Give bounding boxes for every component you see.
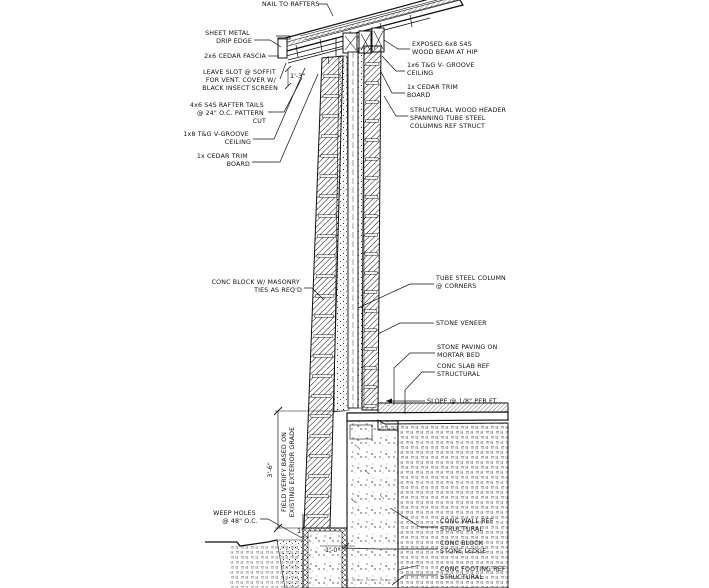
label-cedar-trim-left: 1x CEDAR TRIM BOARD <box>197 153 250 168</box>
label-conc-wall: CONC WALL REF STRUCTURAL <box>440 518 496 533</box>
foundation-assembly <box>205 514 421 588</box>
label-soffit-slot: LEAVE SLOT @ SOFFIT FOR VENT. COVER W/ B… <box>202 68 278 92</box>
label-conc-slab: CONC SLAB REF STRUCTURAL <box>437 363 492 378</box>
label-nail-to-rafters: NAIL TO RAFTERS <box>262 1 320 8</box>
label-stone-veneer: STONE VENEER <box>436 320 487 327</box>
label-wood-header: STRUCTURAL WOOD HEADER SPANNING TUBE STE… <box>410 107 508 130</box>
veneer-stone-joints <box>363 62 380 408</box>
label-sheet-metal-drip-edge: SHEET METAL DRIP EDGE <box>205 30 252 45</box>
block-mortar-joints <box>306 74 341 518</box>
dim-wall-height: 3'-6" <box>266 462 274 477</box>
label-tube-steel-column: TUBE STEEL COLUMN @ CORNERS <box>435 275 508 290</box>
label-v-groove-ceiling-right: 1x6 T&G V- GROOVE CEILING <box>407 62 477 77</box>
dim-ledge-left: 1" <box>297 527 304 535</box>
label-cedar-fascia: 2x6 CEDAR FASCIA <box>204 53 266 60</box>
right-labels: NAIL TO RAFTERS EXPOSED 6x8 S4S WOOD BEA… <box>262 1 508 586</box>
dim-ledge-right: 1'-0" <box>325 546 340 554</box>
label-stone-paving: STONE PAVING ON MORTAR BED <box>437 344 500 359</box>
dim-top-offset: 1'-3" <box>290 72 305 80</box>
wall-assembly <box>303 45 382 529</box>
dim-field-verify-1: FIELD VERIFY BASED ON <box>281 432 288 512</box>
label-stone-ledge: CONC BLOCK STONE LEDGE <box>440 540 486 555</box>
label-rafter-tails: 4x6 S4S RAFTER TAILS @ 24" O.C. PATTERN … <box>190 102 266 125</box>
slab-assembly <box>346 402 509 588</box>
label-weep-holes: WEEP HOLES @ 48" O.C. <box>213 510 258 525</box>
dim-field-verify-2: EXISTING EXTERIOR GRADE <box>289 427 296 518</box>
label-v-groove-ceiling-left: 1x8 T&G V-GROOVE CEILING <box>183 131 251 146</box>
label-conc-block: CONC BLOCK W/ MASONRY TIES AS REQ'D <box>212 279 302 294</box>
label-conc-footing: CONC FOOTING REF STRUCTURAL <box>440 566 508 581</box>
label-slope: SLOPE @ 1/8" PER FT. <box>427 397 498 405</box>
label-exposed-wood-beam: EXPOSED 6x8 S4S WOOD BEAM AT HIP <box>412 41 478 56</box>
left-labels: SHEET METAL DRIP EDGE 2x6 CEDAR FASCIA L… <box>183 30 325 539</box>
dimensions: 3'-6" FIELD VERIFY BASED ON EXISTING EXT… <box>266 65 355 554</box>
label-cedar-trim-right: 1x CEDAR TRIM BOARD <box>407 84 460 99</box>
